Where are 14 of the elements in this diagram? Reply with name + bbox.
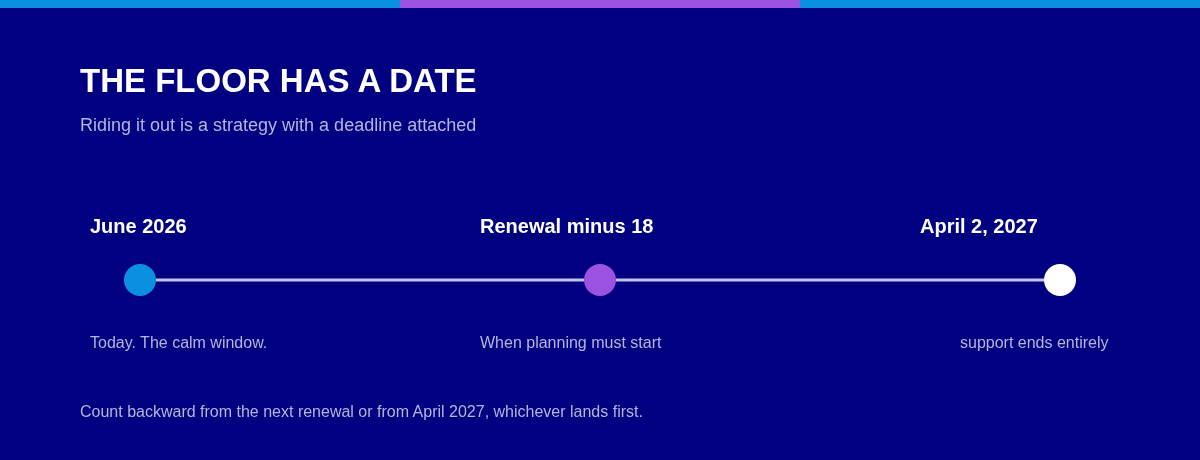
subtitle-text: Riding it out is a strategy with a deadline attached	[80, 114, 477, 136]
timeline-line	[156, 278, 584, 282]
milestone-dot	[124, 264, 156, 296]
milestone-date: Renewal minus 18	[480, 214, 654, 238]
milestone-date: June 2026	[90, 214, 187, 238]
milestone-note: Today. The calm window.	[90, 333, 268, 353]
milestone-date: April 2, 2027	[920, 214, 1038, 238]
milestone-note: support ends entirely	[960, 333, 1109, 353]
slide-title: THE FLOOR HAS A DATE	[80, 62, 477, 100]
milestone-dot	[1044, 264, 1076, 296]
footnote-text: Count backward from the next renewal or from April 2027, whichever lands first.	[80, 402, 643, 422]
milestone-dot	[584, 264, 616, 296]
milestone-note: When planning must start	[480, 333, 662, 353]
timeline-line	[616, 278, 1044, 282]
